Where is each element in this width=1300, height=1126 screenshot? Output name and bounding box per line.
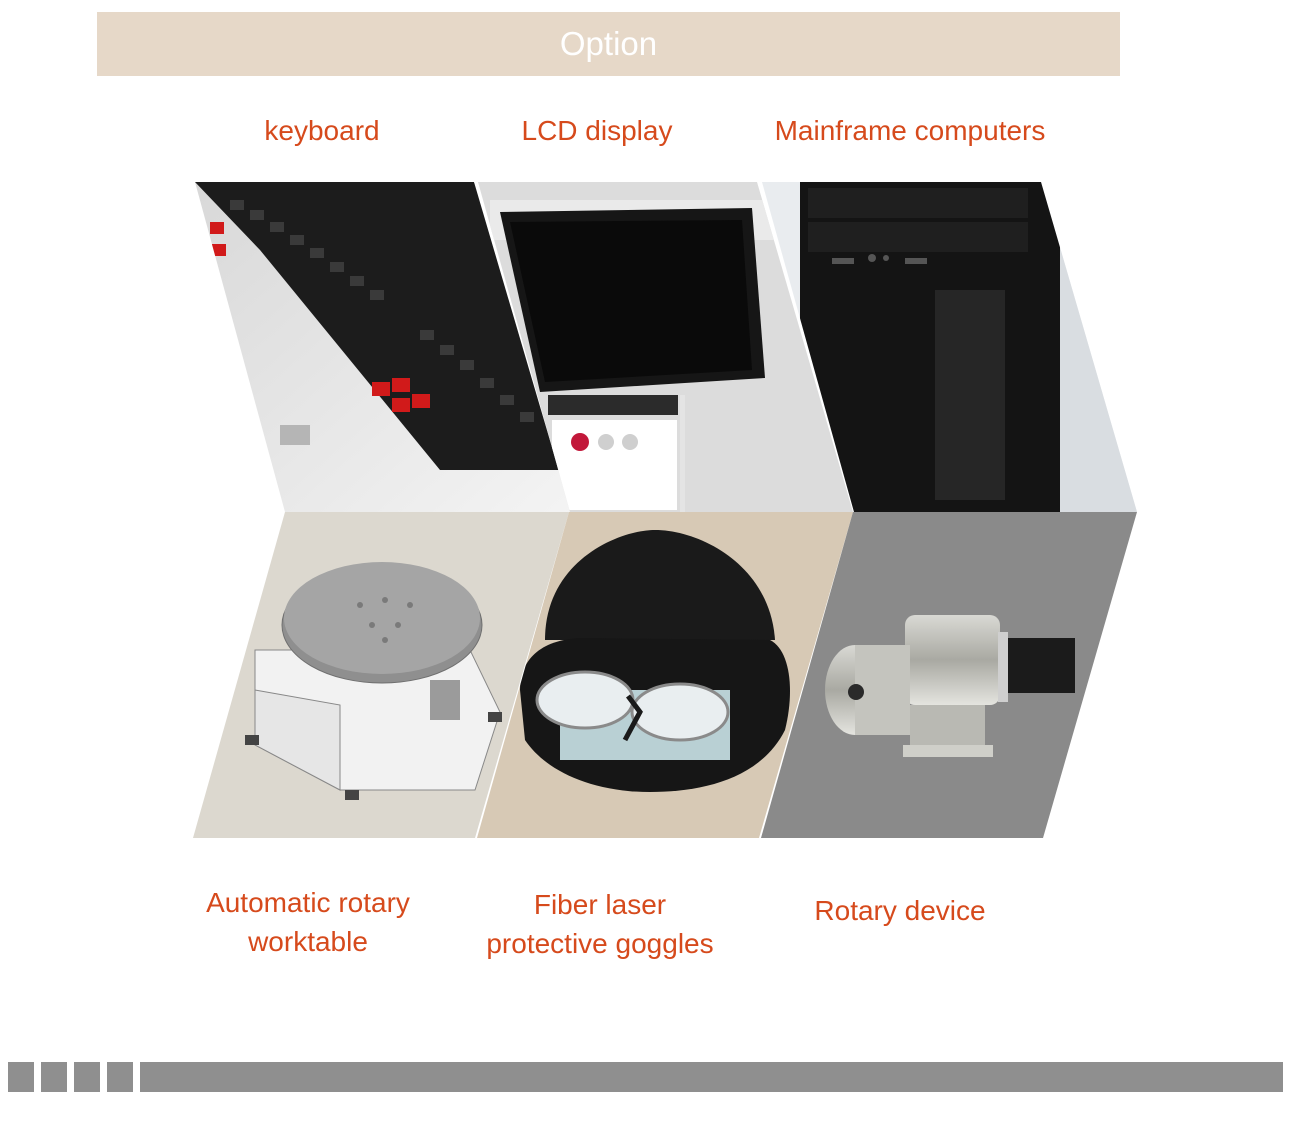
footer-square-2 xyxy=(41,1062,67,1092)
option-label-keyboard: keyboard xyxy=(264,115,380,146)
footer-square-1 xyxy=(8,1062,34,1092)
footer-square-3 xyxy=(74,1062,100,1092)
option-label-rotary-device: Rotary device xyxy=(770,891,1030,930)
option-label-protective-goggles-line2: protective goggles xyxy=(486,928,714,959)
keyboard-photo xyxy=(195,182,571,512)
option-label-protective-goggles: Fiber laser protective goggles xyxy=(460,885,740,963)
footer-bar xyxy=(140,1062,1283,1092)
option-label-rotary-worktable-line1: Automatic rotary xyxy=(206,887,410,918)
option-label-rotary-device-line1: Rotary device xyxy=(814,895,986,926)
section-title: Option xyxy=(559,25,658,62)
section-header: Option xyxy=(97,12,1120,76)
option-label-rotary-worktable-line2: worktable xyxy=(248,926,368,957)
option-label-rotary-worktable: Automatic rotary worktable xyxy=(178,883,438,961)
option-label-protective-goggles-line1: Fiber laser xyxy=(533,889,667,920)
option-label-mainframe-computers: Mainframe computers xyxy=(774,115,1046,146)
option-label-lcd-display: LCD display xyxy=(521,115,673,146)
footer-square-4 xyxy=(107,1062,133,1092)
